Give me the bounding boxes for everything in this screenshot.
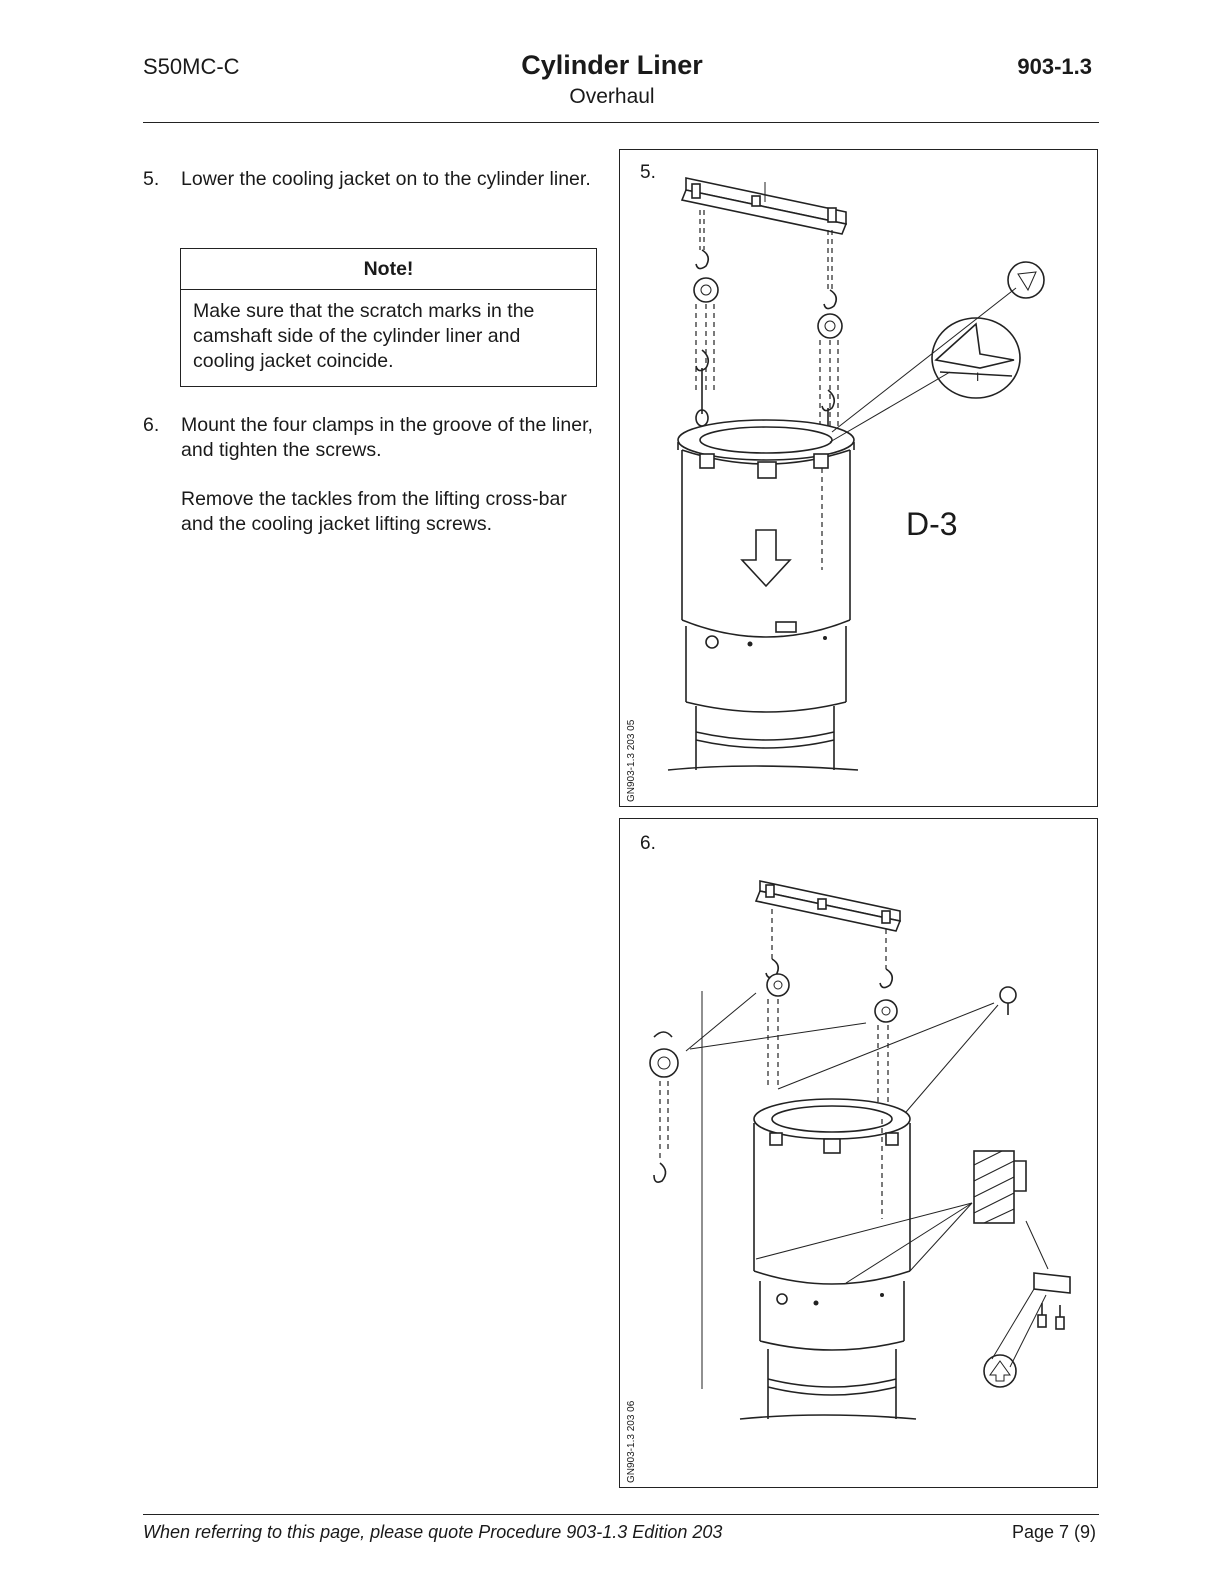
step-5: 5. Lower the cooling jacket on to the cy… — [143, 167, 595, 192]
footer-divider — [143, 1514, 1099, 1515]
footer-reference: When referring to this page, please quot… — [143, 1522, 723, 1542]
page-title: Cylinder Liner — [521, 50, 703, 80]
figure-code: GN903-1.3 203 05 — [626, 719, 637, 802]
liner-lowering-illustration — [667, 177, 1045, 771]
procedure-number: 903-1.3 — [1017, 54, 1092, 79]
page-header-center: Cylinder Liner Overhaul — [412, 50, 812, 109]
page-number: Page 7 (9) — [1011, 1522, 1096, 1542]
clamp-mounting-illustration — [649, 880, 1071, 1420]
header-divider — [143, 122, 1099, 123]
figure-label: 6. — [640, 833, 656, 854]
page-subtitle: Overhaul — [569, 85, 655, 108]
note-box: Note! Make sure that the scratch marks i… — [180, 248, 597, 387]
step-number: 5. — [143, 168, 160, 190]
detail-mark: I — [976, 370, 980, 384]
figure-step-5: 5. I D-3 GN903-1.3 203 05 — [619, 149, 1098, 807]
step-text: Lower the cooling jacket on to the cylin… — [181, 168, 591, 190]
step-6-extra-text: Remove the tackles from the lifting cros… — [181, 488, 567, 535]
step-6: 6. Mount the four clamps in the groove o… — [143, 413, 595, 537]
figure-code: GN903-1.3 203 06 — [626, 1400, 637, 1483]
note-body: Make sure that the scratch marks in the … — [193, 300, 535, 372]
engine-type: S50MC-C — [143, 54, 240, 79]
step-number: 6. — [143, 414, 160, 436]
note-title: Note! — [181, 249, 596, 290]
step-text: Mount the four clamps in the groove of t… — [181, 414, 593, 461]
callout-label: D-3 — [906, 506, 958, 542]
figure-label: 5. — [640, 162, 656, 183]
figure-step-6: 6. GN903-1.3 203 06 — [619, 818, 1098, 1488]
